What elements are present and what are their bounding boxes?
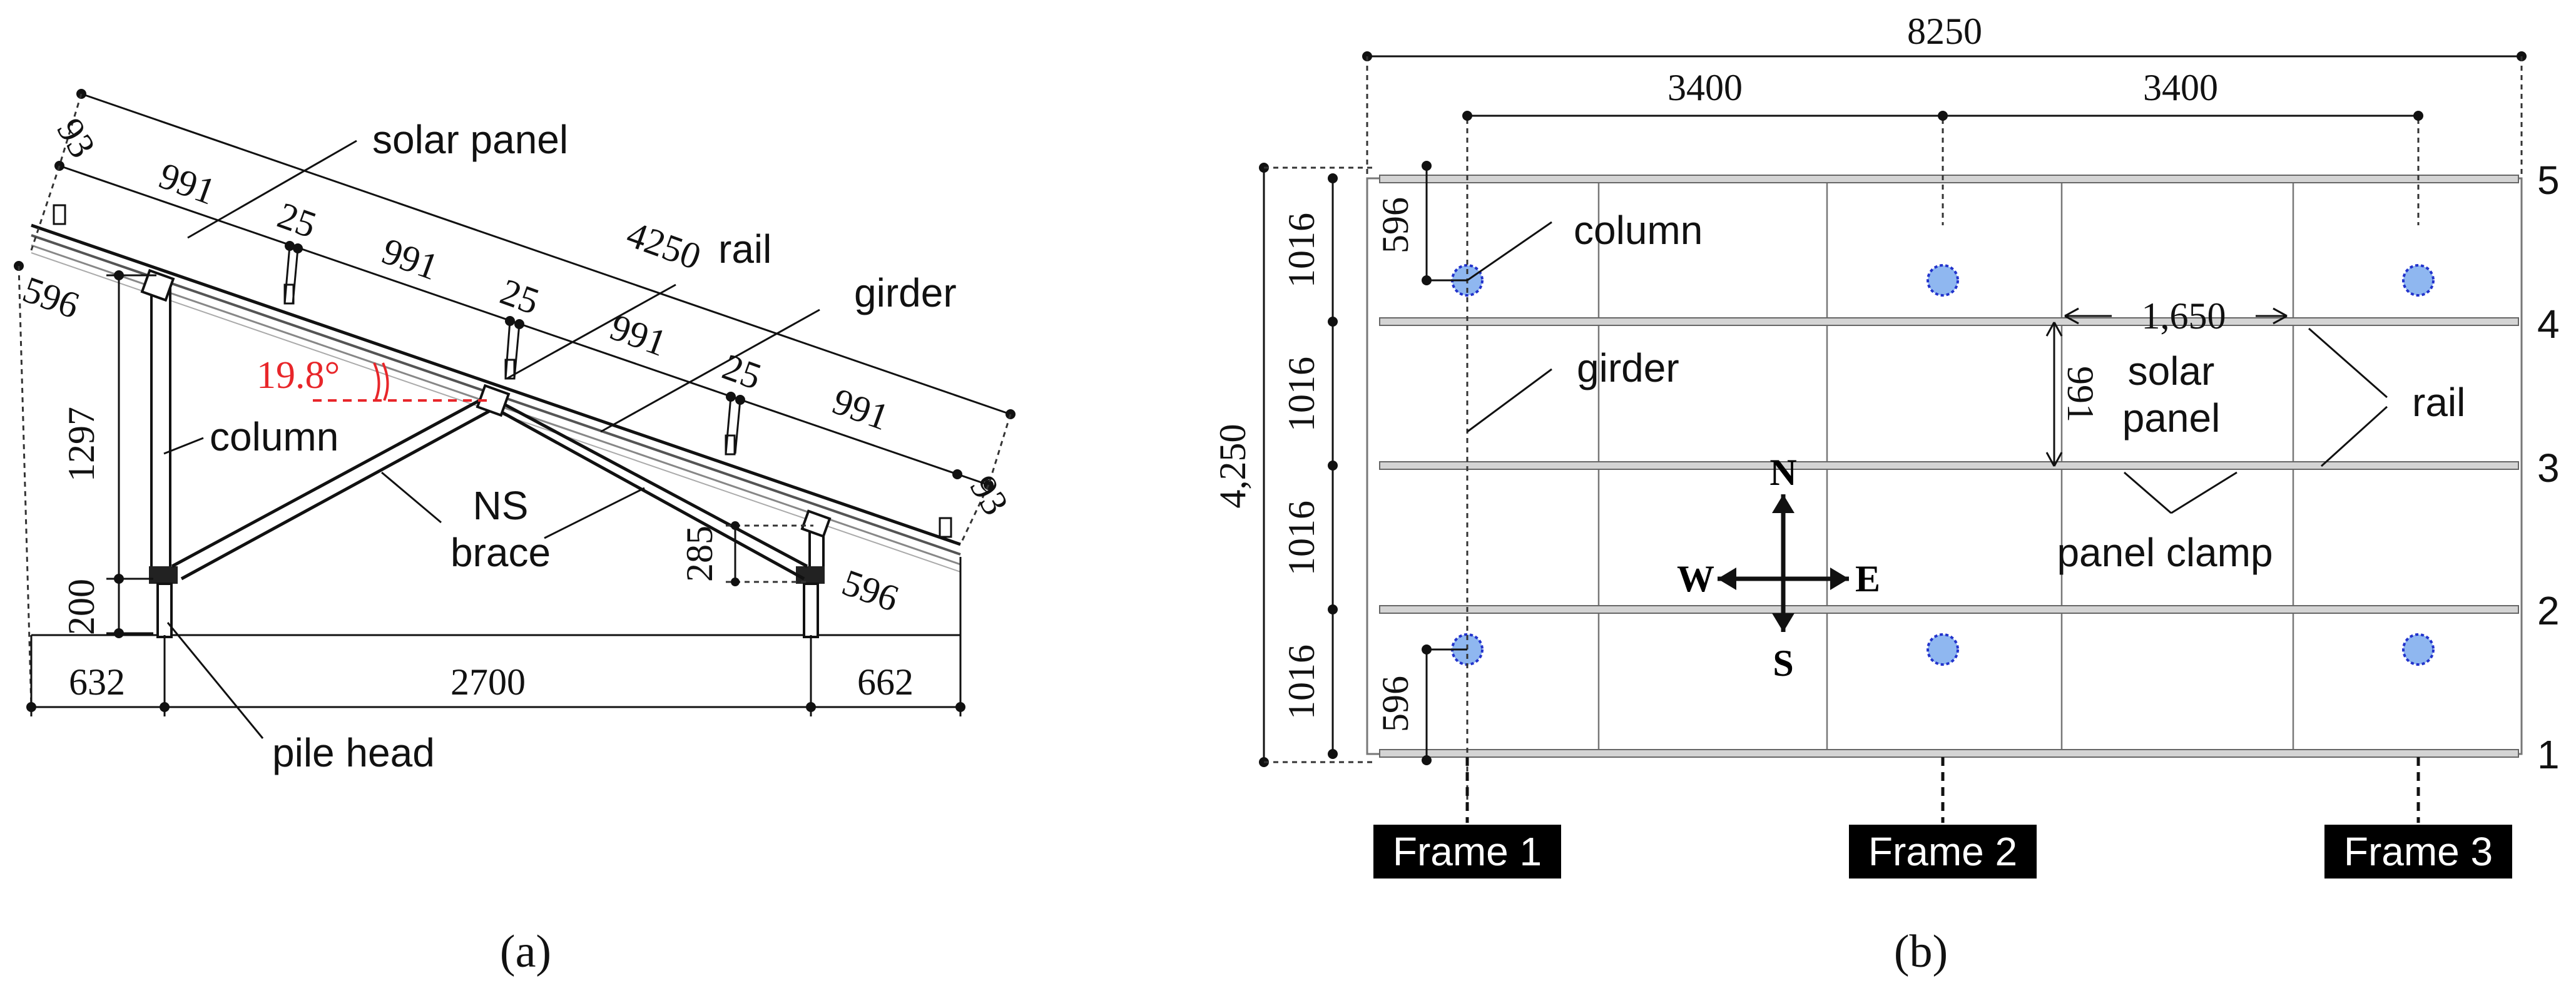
- frame-label-1: Frame 1: [1373, 825, 1561, 879]
- panel-size-arrows: [2045, 307, 2288, 467]
- label-ns-brace-1: NS: [473, 483, 529, 528]
- vertical-dims-left: [106, 270, 156, 638]
- dim-base-left: 632: [69, 661, 125, 703]
- label-column: column: [210, 414, 339, 459]
- frame-label-2: Frame 2: [1849, 825, 2037, 879]
- panel-a-side-view: 19.8°: [14, 89, 1017, 977]
- dim-base-span: 2700: [451, 661, 526, 703]
- row-number-5: 5: [2537, 158, 2560, 203]
- back-column: [140, 268, 178, 638]
- dim-row-h2: 1016: [1281, 357, 1322, 432]
- dim-total-depth: 4,250: [1212, 424, 1253, 509]
- leader-rail: [506, 283, 676, 380]
- dim-front-height: 285: [679, 526, 720, 582]
- girders: [1379, 175, 2519, 758]
- row-number-1: 1: [2537, 732, 2560, 777]
- label-rail: rail: [2412, 380, 2465, 425]
- dim-gap2: 25: [495, 271, 544, 322]
- dim-right-offset: 596: [837, 561, 904, 619]
- compass-rose-icon: [1718, 494, 1849, 632]
- column-marker: [2402, 633, 2435, 666]
- label-column: column: [1574, 208, 1703, 253]
- dim-pile-height: 200: [61, 579, 102, 635]
- top-dims: [1362, 51, 2527, 178]
- dim-col-offset-bottom: 596: [1375, 676, 1416, 732]
- tilt-angle: 19.8°: [257, 354, 488, 402]
- dim-panel-height: 991: [2060, 366, 2101, 422]
- dim-seg1: 991: [154, 155, 221, 213]
- dim-row-h4: 1016: [1281, 644, 1322, 720]
- column-marker: [1927, 633, 1959, 666]
- compass-north: N: [1769, 452, 1796, 493]
- dim-column-height: 1297: [61, 407, 102, 482]
- leader-brace-right: [544, 487, 645, 539]
- leader-girder: [1467, 368, 1552, 433]
- label-solar-panel-2: panel: [2122, 395, 2221, 441]
- dim-col-offset-top: 596: [1375, 197, 1416, 253]
- label-solar-panel-1: solar: [2128, 349, 2215, 394]
- label-girder: girder: [854, 270, 957, 315]
- panel-b-plan-view: 8250 3400 3400 4,250 1016 1016: [1212, 11, 2560, 977]
- leader-girder: [600, 308, 820, 433]
- dim-base-right: 662: [857, 661, 914, 703]
- compass-south: S: [1773, 643, 1793, 684]
- leader-brace-left: [381, 471, 442, 524]
- row-number-2: 2: [2537, 588, 2560, 633]
- dim-span2: 3400: [2143, 67, 2218, 108]
- left-dims: [1259, 161, 1467, 767]
- panel-clamp: [939, 517, 952, 538]
- leader-solar-panel: [187, 140, 357, 239]
- base-dims: [26, 557, 965, 716]
- dim-total-width: 8250: [1907, 11, 1982, 52]
- leader-panel-clamp-right: [2171, 471, 2237, 514]
- compass-east: E: [1855, 558, 1880, 599]
- dimension-chain-top: [14, 89, 1016, 708]
- dim-total-length: 4250: [621, 213, 706, 278]
- compass-west: W: [1677, 558, 1714, 599]
- angle-label: 19.8°: [257, 354, 340, 397]
- front-column: [796, 509, 832, 638]
- label-pile-head: pile head: [272, 730, 435, 775]
- column-marker: [2402, 264, 2435, 297]
- frame-label-3: Frame 3: [2324, 825, 2512, 879]
- label-panel-clamp: panel clamp: [2057, 530, 2273, 575]
- caption-a: (a): [500, 926, 551, 977]
- label-solar-panel: solar panel: [372, 117, 568, 162]
- panel-clamp: [53, 204, 66, 225]
- row-number-3: 3: [2537, 446, 2560, 491]
- dim-top-edge: 93: [49, 111, 103, 165]
- leader-column: [163, 437, 204, 455]
- svg-text:Frame 3: Frame 3: [2344, 829, 2493, 874]
- ns-braces: [171, 384, 808, 581]
- vertical-dims-right: [726, 521, 813, 586]
- dim-span1: 3400: [1667, 67, 1743, 108]
- solar-panel-edge: [31, 223, 961, 546]
- leader-pile-head: [166, 622, 264, 739]
- label-rail: rail: [718, 227, 771, 272]
- row-number-4: 4: [2537, 302, 2560, 347]
- leader-column: [1467, 221, 1552, 282]
- caption-b: (b): [1894, 926, 1948, 977]
- dim-seg3: 991: [605, 306, 672, 364]
- dim-gap1: 25: [272, 194, 322, 245]
- svg-text:Frame 1: Frame 1: [1393, 829, 1542, 874]
- label-girder: girder: [1577, 345, 1679, 390]
- dim-bottom-edge: 93: [962, 469, 1016, 522]
- leader-rail-top: [2308, 327, 2388, 399]
- leader-rail-bottom: [2320, 405, 2388, 467]
- leader-panel-clamp-left: [2124, 471, 2172, 514]
- dim-row-h1: 1016: [1281, 213, 1322, 288]
- dim-seg4: 991: [827, 380, 894, 439]
- svg-text:Frame 2: Frame 2: [1868, 829, 2017, 874]
- dim-panel-width: 1,650: [2142, 295, 2226, 337]
- column-marker: [1927, 264, 1959, 297]
- label-ns-brace-2: brace: [451, 530, 551, 575]
- dim-row-h3: 1016: [1281, 501, 1322, 576]
- dim-left-offset: 596: [18, 268, 84, 327]
